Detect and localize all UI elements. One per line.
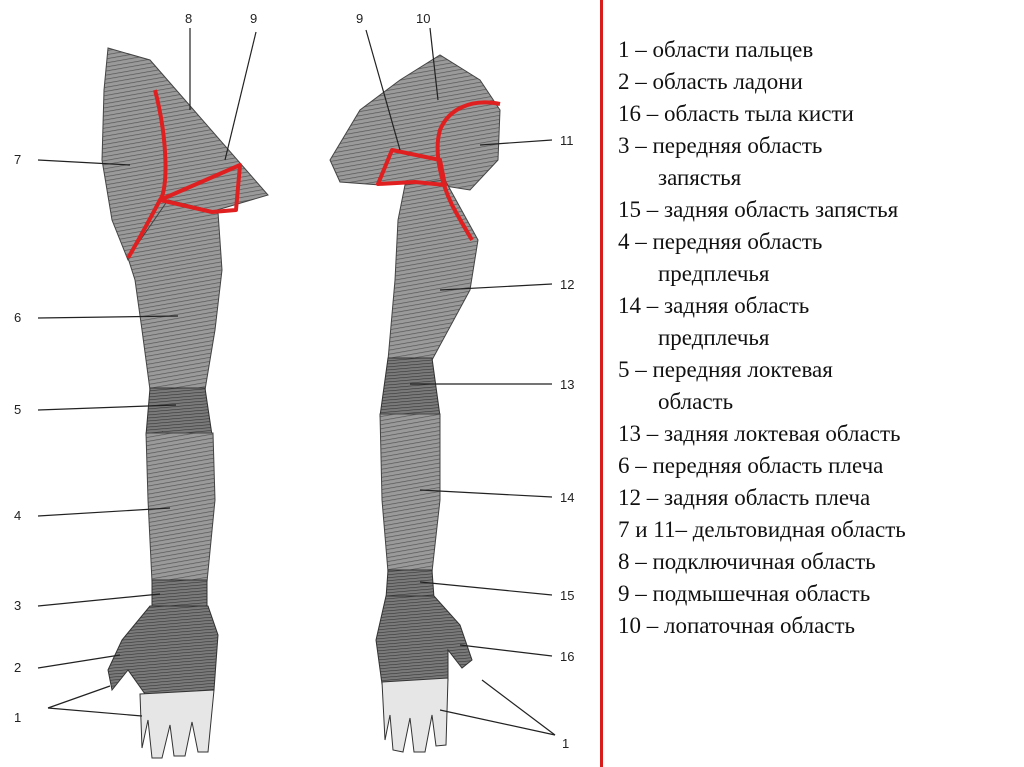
legend-text: 15 – задняя область запястья [618, 197, 899, 222]
legend-text: 13 – задняя локтевая область [618, 421, 901, 446]
anterior-forearm [145, 432, 216, 583]
label-a-4: 4 [14, 508, 21, 523]
label-a-3: 3 [14, 598, 21, 613]
label-p-9: 9 [356, 11, 363, 26]
legend-item: 2 – область ладони [618, 66, 1018, 98]
legend-item: 15 – задняя область запястья [618, 194, 1018, 226]
legend-text: 3 – передняя область [618, 133, 823, 158]
region-legend: 1 – области пальцев 2 – область ладони 1… [618, 34, 1018, 642]
legend-item: 13 – задняя локтевая область [618, 418, 1018, 450]
legend-item: 9 – подмышечная область [618, 578, 1018, 610]
label-p-11: 11 [560, 133, 574, 148]
posterior-fingers [381, 677, 449, 753]
legend-text-cont: предплечья [658, 261, 770, 286]
legend-text: 1 – области пальцев [618, 37, 814, 62]
label-a-9: 9 [250, 11, 257, 26]
legend-text: 16 – область тыла кисти [618, 101, 854, 126]
posterior-wrist [385, 569, 435, 599]
legend-text-cont: запястья [658, 165, 742, 190]
posterior-forearm [379, 413, 441, 573]
label-p-12: 12 [560, 277, 574, 292]
legend-item: 7 и 11– дельтовидная область [618, 514, 1018, 546]
legend-text: 8 – подключичная область [618, 549, 876, 574]
legend-item: 12 – задняя область плеча [618, 482, 1018, 514]
red-divider-line [600, 0, 603, 767]
legend-text: 5 – передняя локтевая [618, 357, 833, 382]
legend-text: 14 – задняя область [618, 293, 810, 318]
posterior-elbow [379, 357, 441, 417]
legend-item: 4 – передняя область предплечья [618, 226, 1018, 290]
posterior-upper-arm [387, 179, 479, 361]
label-a-8: 8 [185, 11, 192, 26]
legend-text: 6 – передняя область плеча [618, 453, 884, 478]
legend-text: 9 – подмышечная область [618, 581, 871, 606]
label-a-7: 7 [14, 152, 21, 167]
label-a-2: 2 [14, 660, 21, 675]
label-p-16: 16 [560, 649, 574, 664]
label-p-14: 14 [560, 490, 574, 505]
legend-item: 10 – лопаточная область [618, 610, 1018, 642]
label-a-1: 1 [14, 710, 21, 725]
legend-text: 12 – задняя область плеча [618, 485, 871, 510]
legend-text: 10 – лопаточная область [618, 613, 856, 638]
anterior-axillary-boundary [158, 163, 242, 214]
legend-item: 14 – задняя область предплечья [618, 290, 1018, 354]
legend-text: 4 – передняя область [618, 229, 823, 254]
legend-item: 1 – области пальцев [618, 34, 1018, 66]
label-a-5: 5 [14, 402, 21, 417]
legend-text: 2 – область ладони [618, 69, 803, 94]
legend-item: 5 – передняя локтевая область [618, 354, 1018, 418]
anterior-arm: 8 9 7 6 5 4 3 2 1 [14, 11, 269, 759]
label-p-13: 13 [560, 377, 574, 392]
legend-item: 8 – подключичная область [618, 546, 1018, 578]
legend-item: 3 – передняя область запястья [618, 130, 1018, 194]
posterior-hand-dorsum [375, 595, 473, 685]
legend-text-cont: область [658, 389, 734, 414]
legend-text-cont: предплечья [658, 325, 770, 350]
posterior-axillary-boundary [376, 148, 447, 187]
legend-item: 16 – область тыла кисти [618, 98, 1018, 130]
arm-regions-diagram: 8 9 7 6 5 4 3 2 1 9 [14, 11, 574, 759]
anterior-fingers [139, 689, 215, 759]
anterior-palm [107, 605, 219, 695]
label-p-15: 15 [560, 588, 574, 603]
legend-item: 6 – передняя область плеча [618, 450, 1018, 482]
anterior-elbow [145, 387, 213, 436]
anterior-wrist [151, 579, 208, 609]
label-a-6: 6 [14, 310, 21, 325]
legend-text: 7 и 11– дельтовидная область [618, 517, 906, 542]
label-p-1: 1 [562, 736, 569, 751]
posterior-scapula-region [329, 54, 501, 191]
posterior-arm: 9 10 11 12 13 14 15 16 1 [329, 11, 574, 753]
label-p-10: 10 [416, 11, 430, 26]
